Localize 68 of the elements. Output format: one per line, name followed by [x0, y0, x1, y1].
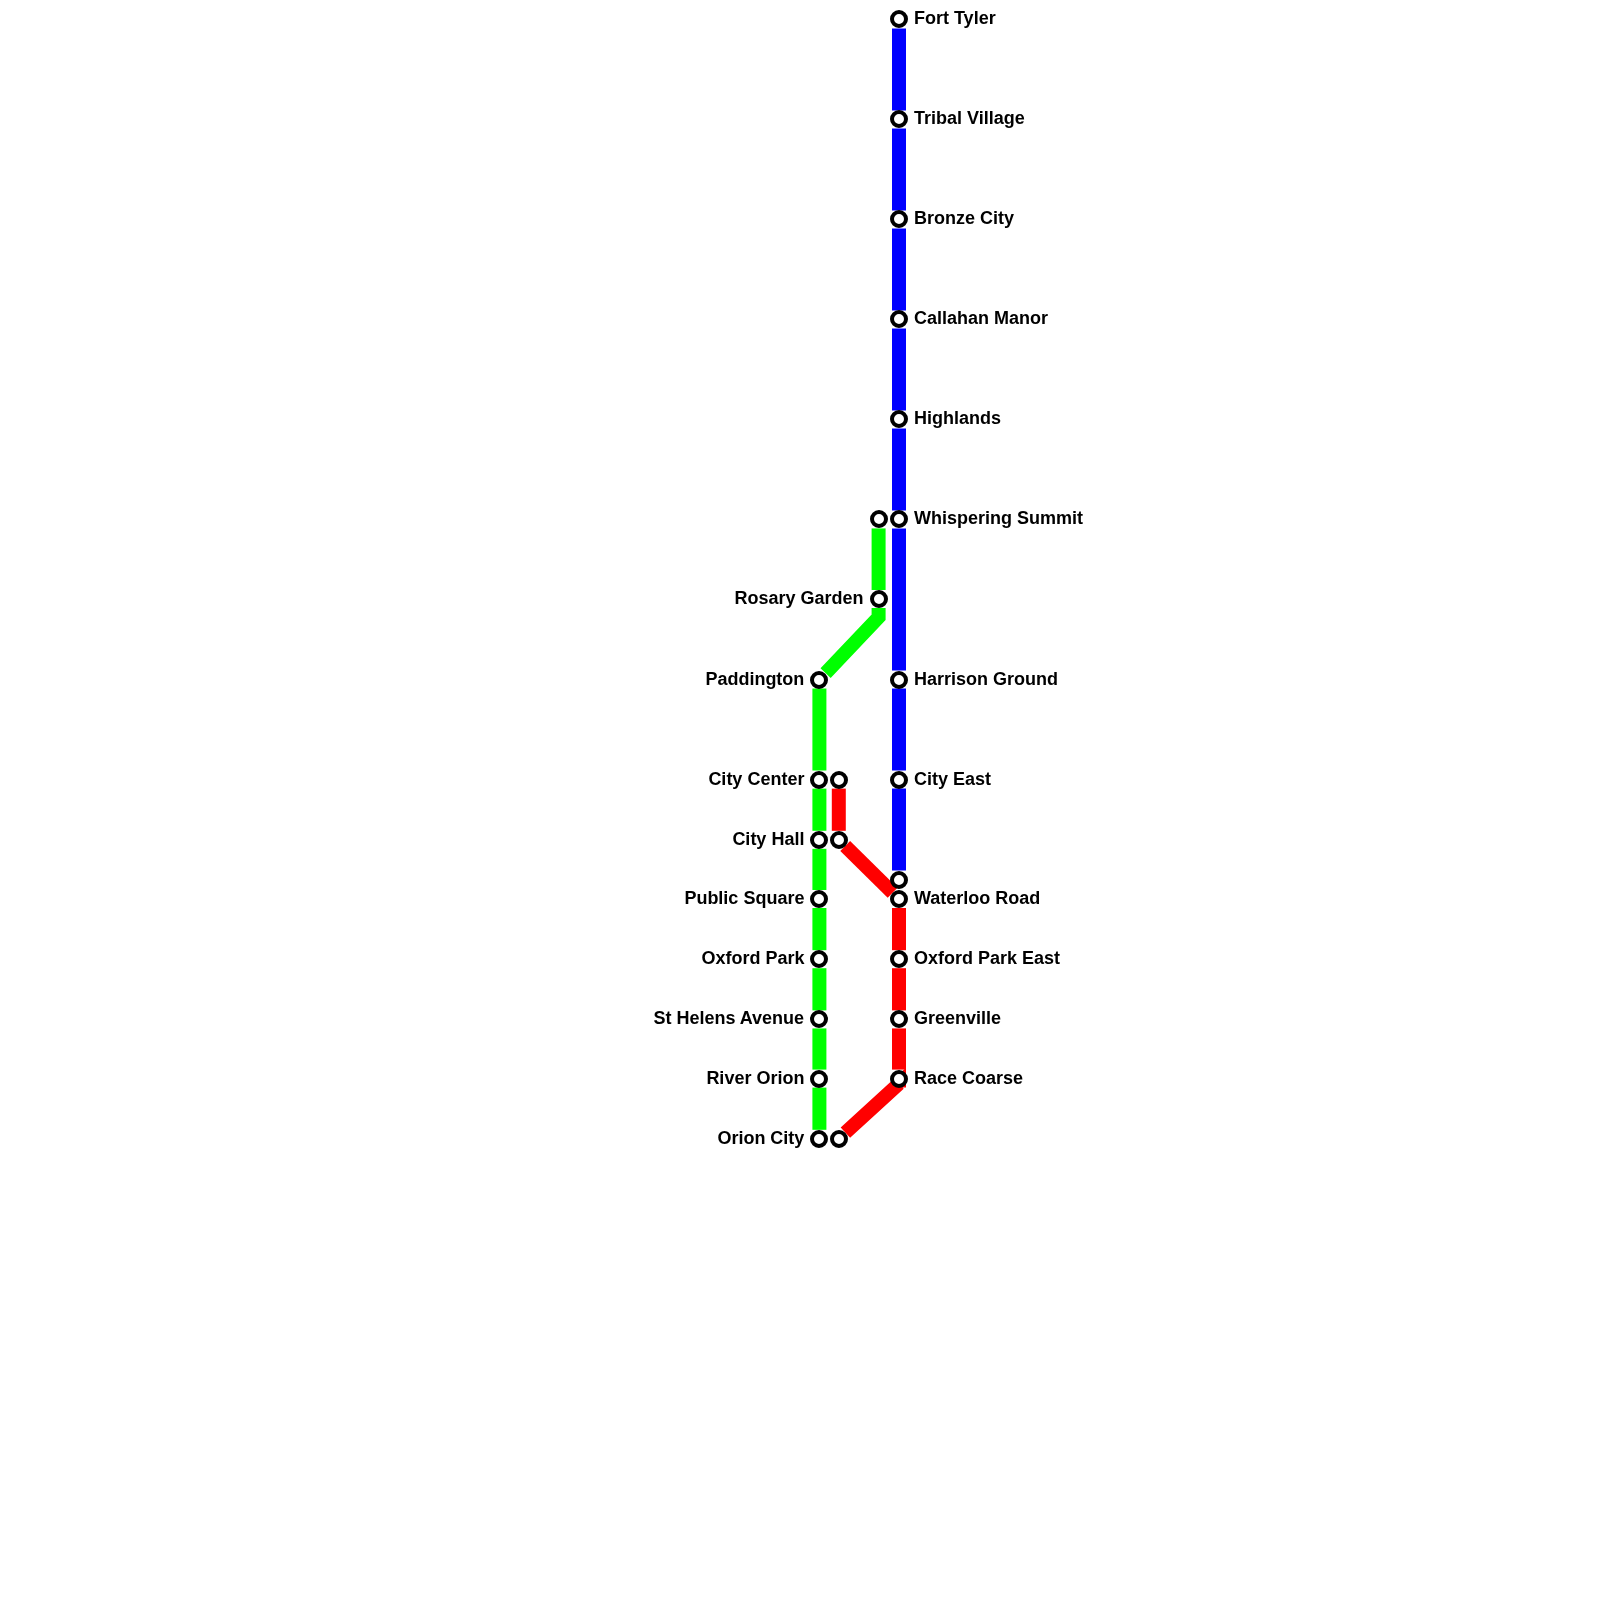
- station-marker: [889, 1010, 908, 1029]
- station-marker: [810, 830, 829, 849]
- line-segment: [812, 688, 827, 771]
- line-segment: [892, 428, 906, 511]
- line-segment: [812, 968, 827, 1011]
- station-marker: [869, 510, 888, 529]
- station-name: Callahan Manor: [913, 307, 1048, 330]
- station-marker: [889, 10, 908, 29]
- station-marker: [810, 889, 829, 908]
- line-segment: [892, 1028, 906, 1070]
- line-segment: [892, 28, 906, 111]
- station-marker: [889, 110, 908, 129]
- station-name: City East: [913, 767, 991, 790]
- station-marker: [810, 1069, 829, 1088]
- station-marker: [810, 1010, 829, 1029]
- station-name: City Center: [708, 767, 805, 790]
- line-segment: [840, 841, 898, 898]
- line-segment: [871, 528, 886, 590]
- station-name: Harrison Ground: [913, 667, 1058, 690]
- line-segment: [892, 328, 906, 411]
- line-segment: [892, 968, 906, 1011]
- station-marker: [810, 950, 829, 969]
- station-name: Fort Tyler: [913, 7, 996, 30]
- station-marker: [829, 830, 848, 849]
- line-segment: [812, 848, 827, 890]
- line-segment: [892, 908, 906, 951]
- line-segment: [892, 228, 906, 311]
- line-segment: [831, 788, 846, 831]
- station-marker: [889, 889, 908, 908]
- station-name: Public Square: [684, 886, 805, 909]
- station-marker: [889, 950, 908, 969]
- station-name: Oxford Park East: [913, 947, 1061, 970]
- station-name: Greenville: [913, 1007, 1001, 1030]
- station-name: Whispering Summit: [913, 507, 1083, 530]
- line-segment: [892, 128, 906, 211]
- line-segment: [812, 908, 827, 951]
- line-segment: [892, 788, 906, 871]
- station-marker: [829, 770, 848, 789]
- station-name: St Helens Avenue: [653, 1007, 805, 1030]
- station-marker: [810, 670, 829, 689]
- station-marker: [810, 1129, 829, 1148]
- station-marker: [889, 670, 908, 689]
- station-marker: [889, 770, 908, 789]
- line-segment: [892, 688, 906, 771]
- station-marker: [889, 410, 908, 429]
- line-segment: [892, 528, 906, 671]
- station-name: River Orion: [706, 1066, 805, 1089]
- station-name: Tribal Village: [913, 107, 1025, 130]
- line-segment: [820, 608, 886, 678]
- station-name: Rosary Garden: [734, 586, 864, 609]
- station-name: Paddington: [705, 667, 805, 690]
- station-name: Orion City: [717, 1126, 805, 1149]
- line-segment: [812, 1028, 827, 1070]
- station-name: Oxford Park: [701, 947, 805, 970]
- station-name: Race Coarse: [913, 1066, 1024, 1089]
- station-marker: [889, 510, 908, 529]
- line-segment: [840, 1067, 906, 1138]
- line-segment: [812, 1087, 827, 1130]
- station-marker: [829, 1129, 848, 1148]
- station-name: City Hall: [732, 827, 805, 850]
- station-name: Highlands: [913, 407, 1001, 430]
- station-marker: [889, 210, 908, 229]
- line-segment: [812, 788, 827, 831]
- station-marker: [810, 770, 829, 789]
- station-marker: [869, 589, 888, 608]
- station-name: Waterloo Road: [913, 886, 1041, 909]
- station-name: Bronze City: [913, 207, 1014, 230]
- station-marker: [889, 310, 908, 329]
